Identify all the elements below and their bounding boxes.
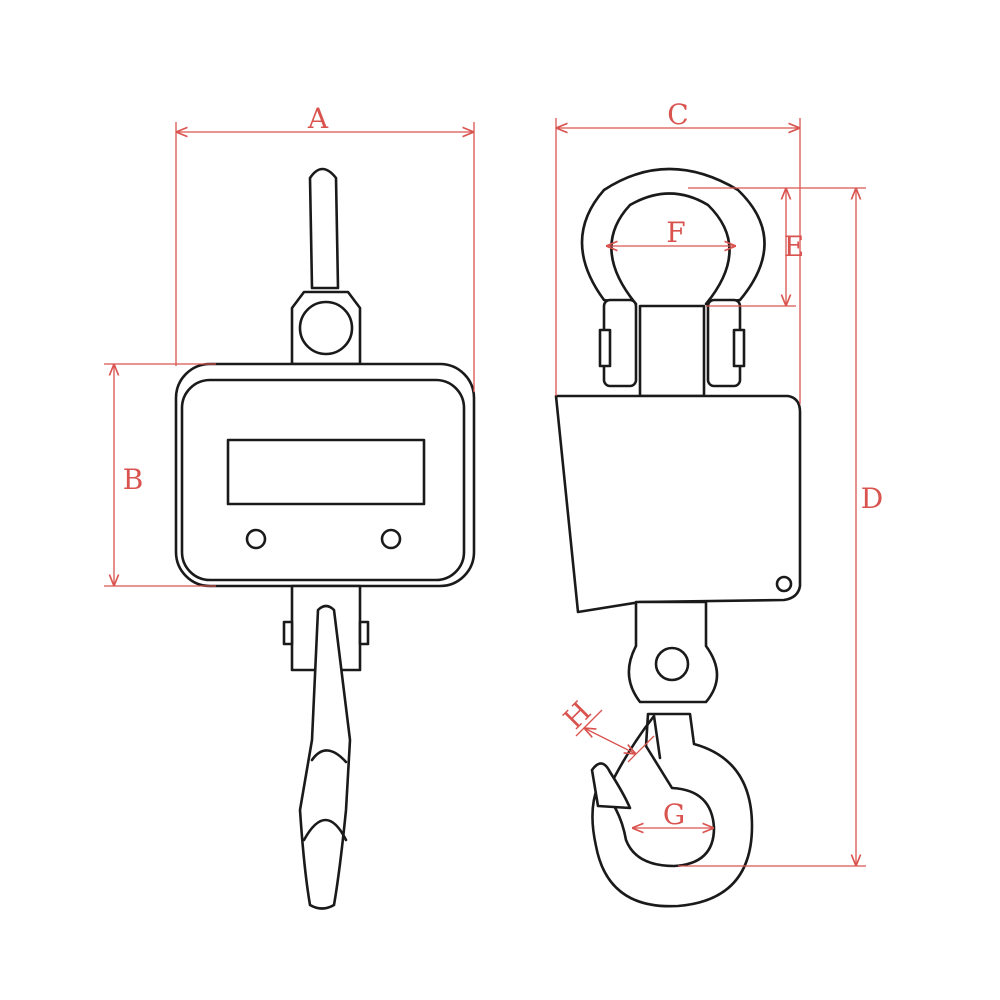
front-lower-lug-right — [358, 620, 370, 646]
side-lower-pin — [654, 646, 690, 682]
label-g: G — [663, 798, 685, 831]
dimension-lines — [104, 118, 866, 867]
button-left — [245, 528, 267, 550]
button-right — [380, 528, 402, 550]
side-shackle-nut-left — [598, 328, 612, 368]
dim-line-h — [584, 728, 636, 754]
side-body-screw — [775, 575, 793, 593]
side-shackle-nut-right — [732, 328, 746, 368]
front-view — [174, 167, 476, 910]
label-b: B — [123, 463, 144, 496]
label-c: C — [667, 98, 688, 131]
side-hook-tip — [590, 762, 632, 810]
front-hook-profile — [298, 604, 352, 910]
label-e: E — [784, 230, 804, 263]
side-view — [554, 167, 802, 908]
label-h: H — [557, 695, 598, 736]
side-hook — [591, 712, 754, 908]
label-f: F — [666, 216, 685, 249]
front-swivel-pin — [298, 300, 354, 356]
scale-body-side — [554, 394, 802, 614]
front-lower-lug-left — [282, 620, 294, 646]
front-top-eyebar — [308, 167, 340, 290]
side-shackle-bow — [580, 167, 766, 306]
label-a: A — [307, 102, 329, 135]
label-d: D — [861, 482, 883, 515]
lcd-display — [226, 438, 426, 506]
front-hook-ridge — [302, 749, 348, 842]
side-shackle-bar — [638, 304, 706, 398]
